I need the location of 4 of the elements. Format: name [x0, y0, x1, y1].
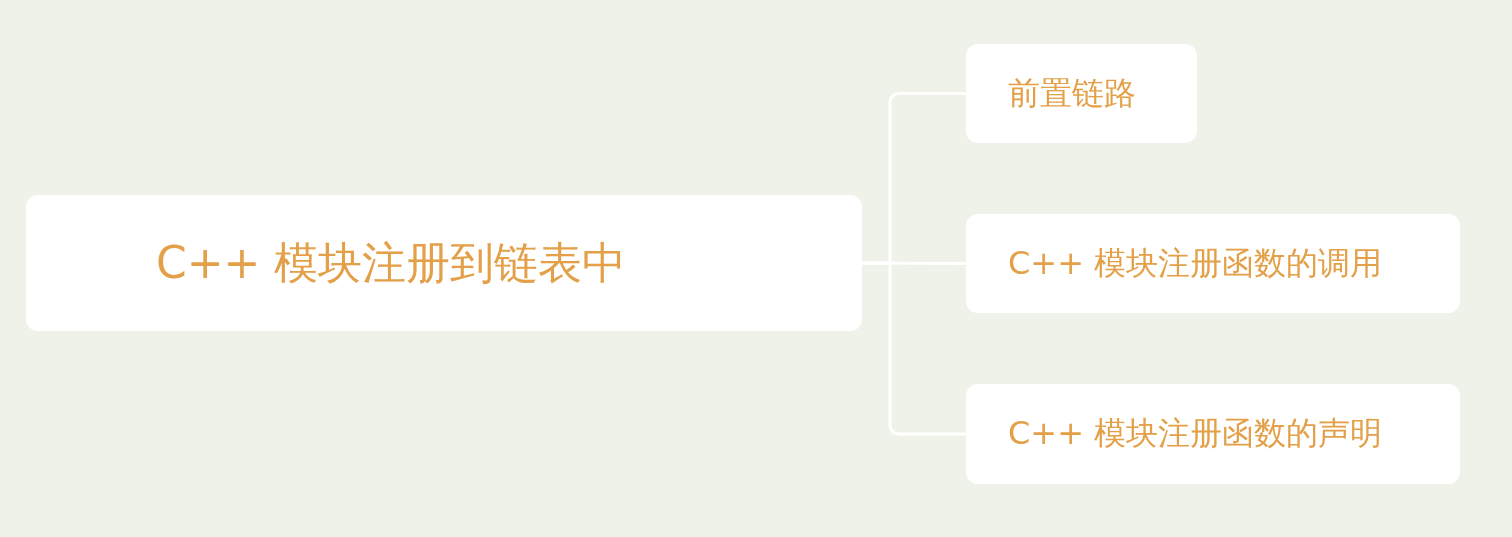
topic-text: C++ 模块注册到链表中: [156, 235, 627, 290]
topic-text: 前置链路: [1008, 72, 1136, 114]
topic-text: C++ 模块注册函数的声明: [1008, 413, 1383, 454]
topic-text: C++ 模块注册函数的调用: [1008, 242, 1383, 284]
